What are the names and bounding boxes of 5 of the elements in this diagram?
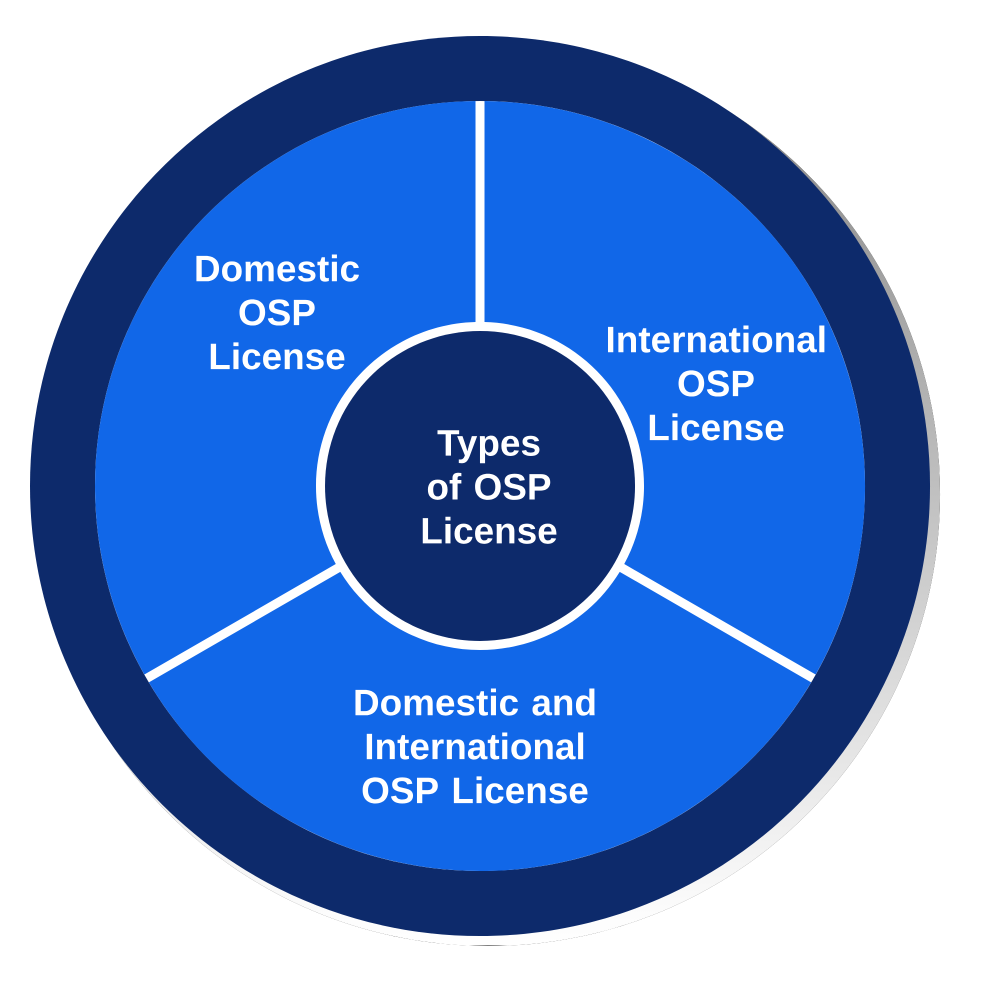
sector-label: Domestic OSP License — [196, 254, 359, 370]
sector — [148, 572, 812, 872]
sector-label: Domestic and International OSP License — [355, 688, 595, 804]
sector-label: International OSP License — [608, 326, 824, 440]
sector-label: Types of OSP License — [422, 430, 556, 544]
